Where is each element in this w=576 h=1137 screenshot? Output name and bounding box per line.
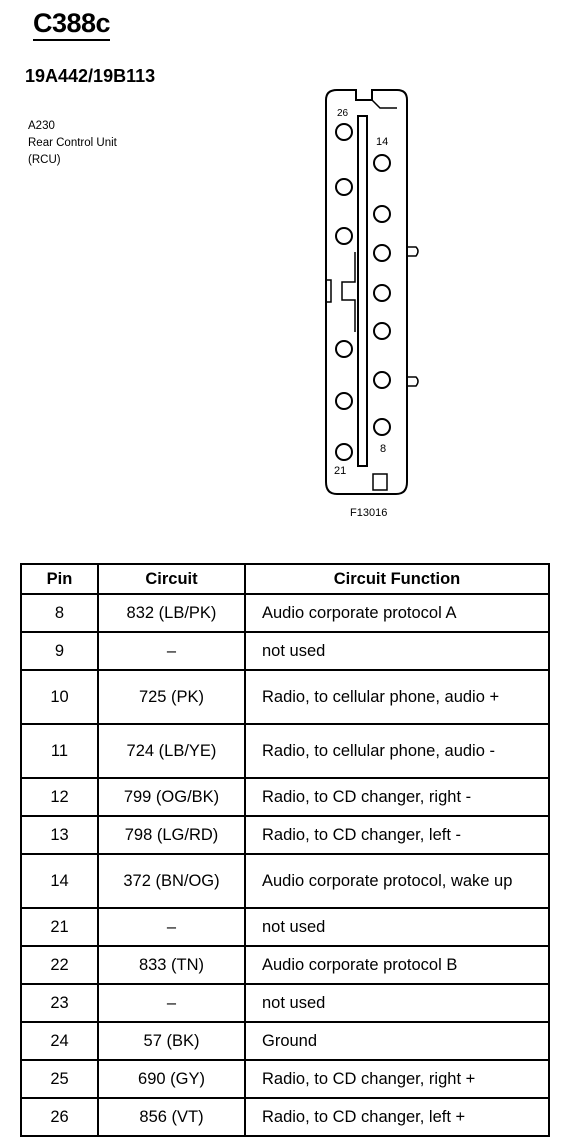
header-circuit: Circuit (97, 563, 246, 595)
pin-hole (373, 371, 391, 389)
function-cell: Audio corporate protocol B (244, 945, 550, 985)
circuit-cell: 372 (BN/OG) (97, 853, 246, 909)
left-latch (325, 279, 332, 303)
pin-label-21: 21 (334, 465, 346, 477)
pin-hole (373, 284, 391, 302)
table-row: 21 – not used (20, 907, 550, 947)
pinout-table: Pin Circuit Circuit Function 8 832 (LB/P… (20, 563, 550, 1137)
circuit-cell: 856 (VT) (97, 1097, 246, 1137)
pin-hole (373, 154, 391, 172)
pin-cell: 8 (20, 593, 99, 633)
pin-hole (335, 340, 353, 358)
bottom-key (372, 473, 388, 491)
center-divider (357, 115, 368, 467)
pin-hole (373, 418, 391, 436)
top-notch (371, 99, 397, 109)
pin-cell: 10 (20, 669, 99, 725)
table-row: 26 856 (VT) Radio, to CD changer, left + (20, 1097, 550, 1137)
pin-cell: 26 (20, 1097, 99, 1137)
component-code: A230 (28, 120, 55, 132)
pin-hole (373, 244, 391, 262)
table-header-row: Pin Circuit Circuit Function (20, 563, 550, 595)
header-circuit-function: Circuit Function (244, 563, 550, 595)
pin-cell: 25 (20, 1059, 99, 1099)
pin-hole (373, 205, 391, 223)
pin-cell: 21 (20, 907, 99, 947)
circuit-cell: 57 (BK) (97, 1021, 246, 1061)
pin-hole (335, 123, 353, 141)
pin-hole (335, 178, 353, 196)
pin-hole (335, 443, 353, 461)
pin-label-14: 14 (376, 136, 388, 148)
right-tab-lower (407, 376, 419, 387)
part-number: 19A442/19B113 (25, 66, 156, 86)
figure-id: F13016 (350, 507, 388, 519)
function-cell: not used (244, 907, 550, 947)
component-description: A230 Rear Control Unit (RCU) (28, 118, 117, 169)
pin-cell: 12 (20, 777, 99, 817)
pin-cell: 14 (20, 853, 99, 909)
circuit-cell: 798 (LG/RD) (97, 815, 246, 855)
circuit-cell: 724 (LB/YE) (97, 723, 246, 779)
circuit-cell: – (97, 631, 246, 671)
pin-column-right (373, 154, 391, 436)
pin-cell: 13 (20, 815, 99, 855)
function-cell: Audio corporate protocol, wake up (244, 853, 550, 909)
pin-hole (335, 227, 353, 245)
circuit-cell: 799 (OG/BK) (97, 777, 246, 817)
header-pin: Pin (20, 563, 99, 595)
circuit-cell: – (97, 907, 246, 947)
pin-cell: 9 (20, 631, 99, 671)
connector-title: C388c (33, 8, 111, 41)
circuit-cell: 833 (TN) (97, 945, 246, 985)
pin-cell: 23 (20, 983, 99, 1023)
table-row: 11 724 (LB/YE) Radio, to cellular phone,… (20, 723, 550, 779)
pin-label-26: 26 (337, 108, 349, 119)
pin-label-8: 8 (380, 443, 386, 455)
function-cell: not used (244, 983, 550, 1023)
function-cell: Radio, to CD changer, left - (244, 815, 550, 855)
function-cell: Radio, to CD changer, right - (244, 777, 550, 817)
function-cell: Ground (244, 1021, 550, 1061)
table-row: 9 – not used (20, 631, 550, 671)
circuit-cell: – (97, 983, 246, 1023)
connector-housing (325, 89, 408, 495)
table-row: 23 – not used (20, 983, 550, 1023)
function-cell: Radio, to cellular phone, audio - (244, 723, 550, 779)
pin-cell: 22 (20, 945, 99, 985)
pin-hole (373, 322, 391, 340)
function-cell: Radio, to CD changer, left + (244, 1097, 550, 1137)
table-row: 24 57 (BK) Ground (20, 1021, 550, 1061)
table-row: 14 372 (BN/OG) Audio corporate protocol,… (20, 853, 550, 909)
table-row: 22 833 (TN) Audio corporate protocol B (20, 945, 550, 985)
function-cell: Audio corporate protocol A (244, 593, 550, 633)
right-tab-upper (407, 246, 419, 257)
component-name: Rear Control Unit (28, 137, 117, 149)
circuit-cell: 832 (LB/PK) (97, 593, 246, 633)
pin-hole (335, 392, 353, 410)
function-cell: not used (244, 631, 550, 671)
component-abbrev: (RCU) (28, 154, 61, 166)
pin-column-left (335, 123, 353, 461)
function-cell: Radio, to cellular phone, audio + (244, 669, 550, 725)
circuit-cell: 690 (GY) (97, 1059, 246, 1099)
connector-face-diagram: 26 14 8 21 (325, 89, 419, 495)
table-row: 10 725 (PK) Radio, to cellular phone, au… (20, 669, 550, 725)
table-row: 12 799 (OG/BK) Radio, to CD changer, rig… (20, 777, 550, 817)
pin-cell: 24 (20, 1021, 99, 1061)
table-row: 8 832 (LB/PK) Audio corporate protocol A (20, 593, 550, 633)
pin-cell: 11 (20, 723, 99, 779)
function-cell: Radio, to CD changer, right + (244, 1059, 550, 1099)
keying-feature (341, 252, 356, 332)
table-row: 25 690 (GY) Radio, to CD changer, right … (20, 1059, 550, 1099)
table-row: 13 798 (LG/RD) Radio, to CD changer, lef… (20, 815, 550, 855)
circuit-cell: 725 (PK) (97, 669, 246, 725)
